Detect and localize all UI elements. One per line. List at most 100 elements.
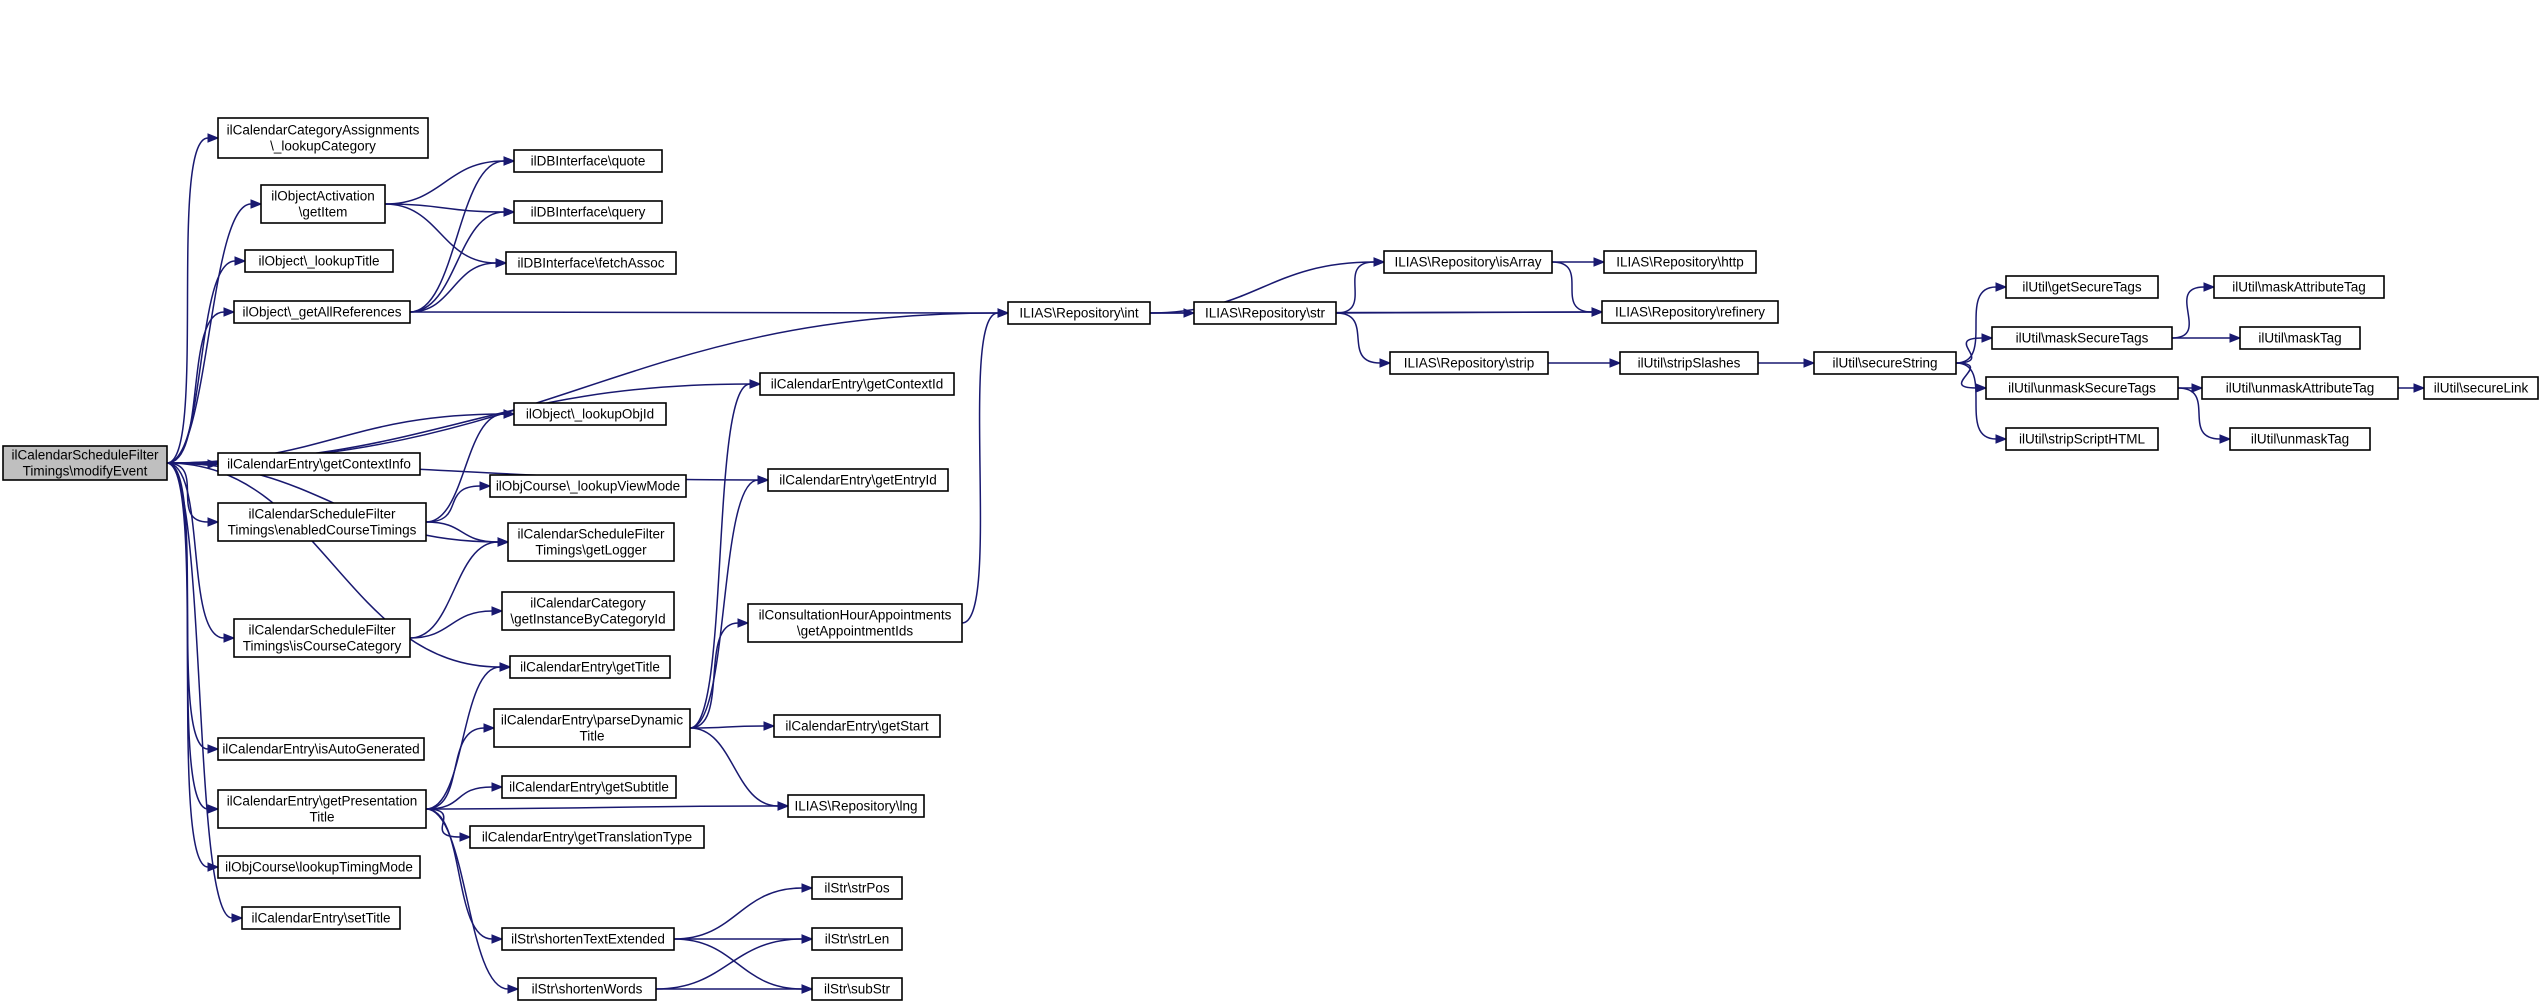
node-box	[241, 906, 401, 930]
node-secureLink[interactable]: ilUtil\secureLink	[2423, 376, 2539, 400]
node-getLogger[interactable]: ilCalendarScheduleFilterTimings\getLogge…	[507, 522, 675, 562]
node-getEntryId[interactable]: ilCalendarEntry\getEntryId	[767, 468, 949, 492]
node-box	[260, 184, 386, 224]
node-unmaskSecureTags[interactable]: ilUtil\unmaskSecureTags	[1985, 376, 2179, 400]
node-getSecureTags[interactable]: ilUtil\getSecureTags	[2005, 275, 2159, 299]
node-getContextId[interactable]: ilCalendarEntry\getContextId	[759, 372, 955, 396]
node-label: ILIAS\Repository\lng	[794, 799, 917, 814]
node-strip[interactable]: ILIAS\Repository\strip	[1389, 351, 1549, 375]
edge-line	[2171, 286, 2205, 339]
node-getInstance[interactable]: ilCalendarCategory\getInstanceByCategory…	[501, 591, 675, 631]
node-lookupTitle[interactable]: ilObject\_lookupTitle	[244, 249, 394, 273]
node-label: ilCalendarScheduleFilter	[11, 448, 159, 463]
node-label: ilCalendarEntry\getContextId	[771, 377, 944, 392]
edge-strip-to-stripSlashes	[1547, 358, 1622, 368]
node-getTransType[interactable]: ilCalendarEntry\getTranslationType	[469, 825, 705, 849]
arrowhead-icon	[749, 379, 762, 389]
node-getContextInfo[interactable]: ilCalendarEntry\getContextInfo	[217, 452, 421, 476]
node-label: ilObjCourse\_lookupViewMode	[496, 479, 680, 494]
node-box	[2423, 376, 2539, 400]
node-dbQuery[interactable]: ilDBInterface\query	[513, 200, 663, 224]
node-getStart[interactable]: ilCalendarEntry\getStart	[773, 714, 941, 738]
node-dbFetch[interactable]: ilDBInterface\fetchAssoc	[505, 251, 677, 275]
node-shortenWords[interactable]: ilStr\shortenWords	[517, 977, 657, 1001]
edge-getAllRefs-to-dbQuote	[409, 156, 516, 313]
node-secureString[interactable]: ilUtil\secureString	[1813, 351, 1957, 375]
edge-getPresTitle-to-lng	[425, 801, 790, 811]
node-box	[811, 876, 903, 900]
node-lookupObjId[interactable]: ilObject\_lookupObjId	[513, 402, 667, 426]
node-label: ilCalendarEntry\getTitle	[520, 660, 660, 675]
node-lookupViewMode[interactable]: ilObjCourse\_lookupViewMode	[489, 474, 687, 498]
edge-root-to-activation	[166, 199, 263, 464]
arrowhead-icon	[2229, 333, 2242, 343]
node-consultation[interactable]: ilConsultationHourAppointments\getAppoin…	[747, 603, 963, 643]
edge-line	[1551, 261, 1593, 313]
node-lng[interactable]: ILIAS\Repository\lng	[787, 794, 925, 818]
node-activation[interactable]: ilObjectActivation\getItem	[260, 184, 386, 224]
node-unmaskTag[interactable]: ilUtil\unmaskTag	[2229, 427, 2371, 451]
arrowhead-icon	[207, 804, 220, 814]
node-getAllRefs[interactable]: ilObject\_getAllReferences	[233, 300, 411, 324]
node-box	[747, 603, 963, 643]
edge-line	[1955, 362, 1997, 440]
node-box	[244, 249, 394, 273]
node-label: ilUtil\maskAttributeTag	[2232, 280, 2366, 295]
node-box	[2213, 275, 2385, 299]
node-strLen[interactable]: ilStr\strLen	[811, 927, 903, 951]
node-refinery[interactable]: ILIAS\Repository\refinery	[1601, 300, 1779, 324]
node-getTitle[interactable]: ilCalendarEntry\getTitle	[509, 655, 671, 679]
edge-line	[166, 203, 252, 464]
node-isCourseCat[interactable]: ilCalendarScheduleFilterTimings\isCourse…	[233, 618, 411, 658]
node-label: ilUtil\secureString	[1832, 356, 1937, 371]
node-shortenExt[interactable]: ilStr\shortenTextExtended	[501, 927, 675, 951]
node-lookupTiming[interactable]: ilObjCourse\lookupTimingMode	[217, 855, 421, 879]
arrowhead-icon	[483, 723, 496, 733]
arrowhead-icon	[491, 934, 504, 944]
node-maskTag[interactable]: ilUtil\maskTag	[2239, 326, 2361, 350]
node-lookupCategory[interactable]: ilCalendarCategoryAssignments\_lookupCat…	[217, 117, 429, 159]
node-maskAttrTag[interactable]: ilUtil\maskAttributeTag	[2213, 275, 2385, 299]
node-label: ilUtil\getSecureTags	[2022, 280, 2142, 295]
node-maskSecureTags[interactable]: ilUtil\maskSecureTags	[1991, 326, 2173, 350]
arrowhead-icon	[507, 984, 520, 994]
node-box	[2005, 275, 2159, 299]
edge-isCourseCat-to-getInstance	[409, 606, 504, 639]
edge-line	[409, 211, 505, 313]
node-isAutoGen[interactable]: ilCalendarEntry\isAutoGenerated	[217, 737, 425, 761]
node-label: ilObject\_lookupTitle	[258, 254, 379, 269]
arrowhead-icon	[503, 156, 516, 166]
edge-line	[384, 203, 497, 264]
node-repoStr[interactable]: ILIAS\Repository\str	[1193, 301, 1337, 325]
edge-root-to-getContextId	[166, 379, 762, 464]
edge-repoStr-to-strip	[1335, 312, 1392, 368]
node-dbQuote[interactable]: ilDBInterface\quote	[513, 149, 663, 173]
arrowhead-icon	[223, 307, 236, 317]
edge-line	[689, 622, 739, 729]
edge-repoStr-to-isArray	[1335, 257, 1386, 314]
node-label: ilCalendarEntry\getTranslationType	[482, 830, 692, 845]
arrowhead-icon	[234, 256, 247, 266]
node-getSubtitle[interactable]: ilCalendarEntry\getSubtitle	[501, 775, 677, 799]
edge-line	[1955, 286, 1997, 364]
node-box	[1813, 351, 1957, 375]
node-repoInt[interactable]: ILIAS\Repository\int	[1007, 301, 1151, 325]
node-setTitle[interactable]: ilCalendarEntry\setTitle	[241, 906, 401, 930]
edge-line	[961, 312, 999, 624]
node-label: Timings\modifyEvent	[23, 464, 148, 479]
node-root[interactable]: ilCalendarScheduleFilterTimings\modifyEv…	[2, 445, 168, 481]
node-enabledCourse[interactable]: ilCalendarScheduleFilterTimings\enabledC…	[217, 502, 427, 542]
node-stripSlashes[interactable]: ilUtil\stripSlashes	[1619, 351, 1759, 375]
node-unmaskAttrTag[interactable]: ilUtil\unmaskAttributeTag	[2201, 376, 2399, 400]
arrowhead-icon	[1373, 257, 1386, 267]
node-box	[513, 149, 663, 173]
node-isArray[interactable]: ILIAS\Repository\isArray	[1383, 250, 1553, 274]
node-strPos[interactable]: ilStr\strPos	[811, 876, 903, 900]
node-subStr[interactable]: ilStr\subStr	[811, 977, 903, 1001]
node-label: ilObjCourse\lookupTimingMode	[225, 860, 413, 875]
node-stripScript[interactable]: ilUtil\stripScriptHTML	[2005, 427, 2159, 451]
node-label: ilCalendarEntry\getStart	[785, 719, 929, 734]
node-http[interactable]: ILIAS\Repository\http	[1603, 250, 1757, 274]
